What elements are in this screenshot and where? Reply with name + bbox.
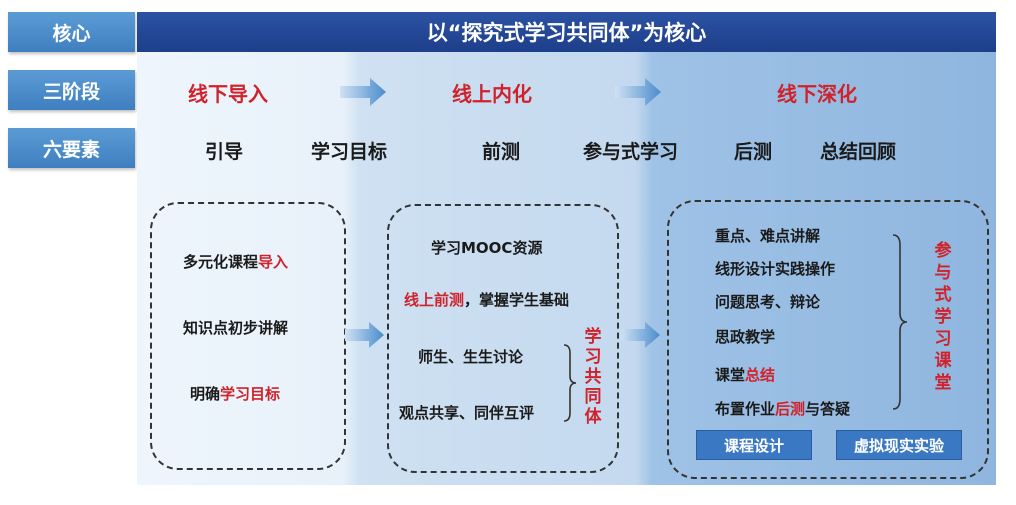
- box3-item: 思政教学: [715, 328, 776, 346]
- main-area: [137, 52, 996, 485]
- vr-experiment-button[interactable]: 虚拟现实实验: [836, 430, 962, 460]
- arrow-right-icon: [345, 322, 384, 348]
- factor-participatory-learning: 参与式学习: [583, 141, 679, 163]
- box3-item: 课堂总结: [715, 366, 776, 384]
- box2-item: 线上前测，掌握学生基础: [404, 291, 570, 309]
- factor-pretest: 前测: [482, 141, 521, 163]
- box1-item: 知识点初步讲解: [183, 319, 289, 337]
- box3-item: 布置作业后测与答疑: [715, 400, 851, 418]
- offline-deepen-box: [667, 200, 989, 479]
- factors-label: 六要素: [8, 128, 135, 168]
- box2-item: 师生、生生讨论: [418, 348, 524, 366]
- right-brace-icon: [563, 344, 577, 422]
- factor-learning-goal: 学习目标: [311, 141, 388, 163]
- box2-item: 观点共享、同伴互评: [399, 404, 535, 422]
- stage-offline-deepen: 线下深化: [777, 82, 857, 106]
- factor-posttest: 后测: [734, 141, 773, 163]
- right-brace-icon: [892, 234, 908, 410]
- arrow-right-icon: [621, 322, 660, 348]
- online-internalize-box: [387, 204, 619, 473]
- stage-offline-intro: 线下导入: [188, 82, 268, 106]
- core-banner: 以“探究式学习共同体”为核心: [137, 12, 996, 52]
- box3-item: 问题思考、辩论: [715, 293, 821, 311]
- stage-online-internalize: 线上内化: [452, 82, 532, 106]
- box1-item: 多元化课程导入: [183, 253, 289, 271]
- arrow-right-icon: [340, 78, 386, 106]
- stages-label: 三阶段: [8, 70, 135, 110]
- box1-item: 明确学习目标: [190, 385, 281, 403]
- core-label: 核心: [8, 12, 135, 52]
- factor-guide: 引导: [205, 141, 244, 163]
- box3-item: 重点、难点讲解: [715, 227, 821, 245]
- learning-community-label: 学习共同体: [584, 327, 602, 427]
- participatory-classroom-label: 参与式学习课堂: [934, 241, 952, 393]
- arrow-right-icon: [615, 78, 661, 106]
- factor-summary-review: 总结回顾: [820, 141, 897, 163]
- box2-item: 学习MOOC资源: [431, 239, 543, 257]
- course-design-button[interactable]: 课程设计: [696, 430, 812, 460]
- box3-item: 线形设计实践操作: [715, 260, 836, 278]
